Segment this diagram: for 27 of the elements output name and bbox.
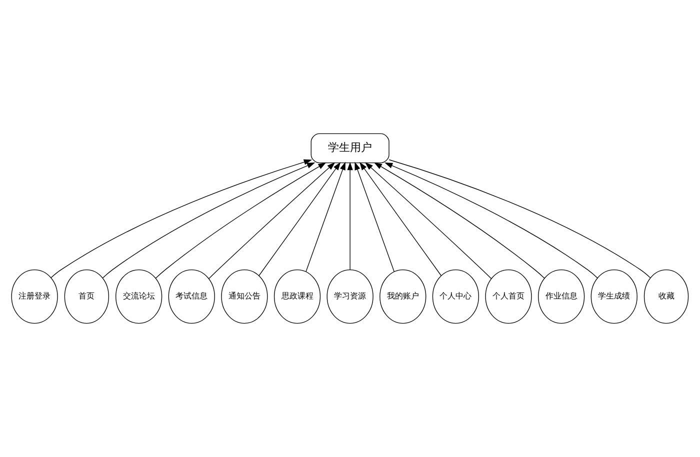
arrow	[364, 162, 492, 279]
node-ellipse: 收藏	[644, 269, 689, 324]
node-ellipse: 注册登录	[11, 269, 58, 324]
arrow	[354, 162, 394, 272]
arrow	[258, 162, 341, 276]
arrow	[208, 162, 336, 279]
node-ellipse: 个人中心	[432, 269, 479, 324]
node-ellipse: 学生成绩	[590, 269, 638, 324]
arrow	[360, 162, 442, 276]
node-ellipse: 交流论坛	[116, 269, 162, 324]
arrow	[306, 162, 346, 272]
node-ellipse: 学习资源	[326, 269, 374, 324]
arrow	[50, 159, 312, 278]
node-ellipse: 考试信息	[168, 269, 215, 324]
node-ellipse: 个人首页	[485, 269, 532, 324]
arrow	[155, 162, 326, 279]
node-box: 学生用户	[310, 133, 390, 164]
node-ellipse: 首页	[64, 269, 110, 324]
arrow	[347, 162, 353, 270]
arrow	[384, 162, 598, 278]
node-ellipse: 我的账户	[380, 269, 426, 324]
arrow	[102, 162, 316, 278]
arrow	[374, 162, 545, 279]
connector	[388, 159, 651, 278]
node-ellipse: 作业信息	[538, 269, 585, 324]
node-ellipse: 思政课程	[274, 269, 321, 324]
node-ellipse: 通知公告	[221, 269, 268, 324]
